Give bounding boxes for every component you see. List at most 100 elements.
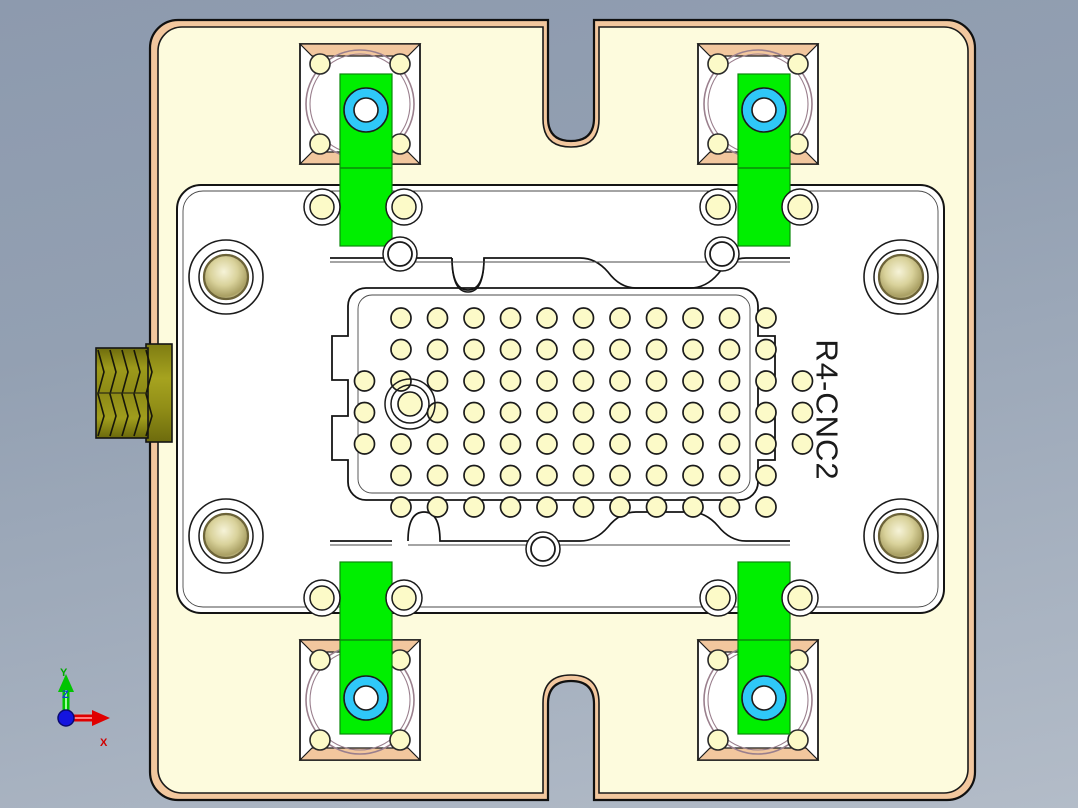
- sub-plate-bosses: [303, 188, 819, 617]
- fixture-hole: [791, 433, 814, 455]
- fixture-hole: [463, 401, 485, 424]
- bolt-hole: [382, 236, 418, 272]
- fixture-hole: [682, 496, 704, 518]
- fixture-hole: [755, 401, 777, 424]
- fixture-hole: [499, 433, 522, 455]
- clamp-arm-top-left: [339, 73, 393, 247]
- axis-y-label: Y: [60, 667, 68, 679]
- fixture-hole: [390, 307, 412, 329]
- fixture-hole: [426, 307, 449, 329]
- fixture-hole: [755, 338, 777, 361]
- fixture-hole: [499, 338, 522, 361]
- fixture-hole: [645, 401, 668, 424]
- machining-pocket: [331, 287, 776, 501]
- fixture-hole: [645, 370, 668, 392]
- fixture-hole: [718, 401, 741, 424]
- clamp-arm-bottom-right: [737, 561, 791, 735]
- fixture-hole: [572, 401, 595, 424]
- fixture-hole: [791, 401, 814, 424]
- fixture-hole: [609, 370, 631, 392]
- boss: [385, 188, 423, 226]
- fixture-hole: [791, 370, 814, 392]
- fixture-hole: [536, 370, 558, 392]
- fixture-hole: [609, 433, 631, 455]
- fixture-hole: [645, 307, 668, 329]
- axis-x-label: X: [100, 737, 108, 749]
- fixture-hole: [499, 464, 522, 487]
- fixture-hole: [390, 433, 412, 455]
- fixture-hole: [536, 401, 558, 424]
- brass-screw: [188, 239, 264, 315]
- fixture-hole: [499, 496, 522, 518]
- boss: [303, 579, 341, 617]
- fixture-hole: [609, 338, 631, 361]
- fixture-hole: [572, 307, 595, 329]
- fixture-hole: [609, 401, 631, 424]
- fixture-hole: [645, 433, 668, 455]
- fixture-hole: [463, 370, 485, 392]
- fixture-hole: [426, 370, 449, 392]
- fixture-hole: [353, 401, 376, 424]
- fixture-hole-grid: [353, 307, 814, 518]
- fixture-hole: [718, 338, 741, 361]
- fixture-hole: [536, 338, 558, 361]
- clamp-arms: [339, 73, 791, 735]
- fixture-hole: [572, 433, 595, 455]
- fixture-hole: [536, 433, 558, 455]
- fixture-hole: [682, 338, 704, 361]
- fixture-hole: [682, 401, 704, 424]
- fixture-hole: [390, 464, 412, 487]
- boss: [385, 579, 423, 617]
- fixture-hole: [682, 464, 704, 487]
- motor-bolt-holes: [309, 53, 411, 155]
- fixture-hole: [609, 464, 631, 487]
- fixture-hole: [463, 464, 485, 487]
- axis-z-label: Z: [62, 689, 69, 701]
- axis-origin-node: [57, 709, 75, 727]
- fixture-hole: [718, 370, 741, 392]
- machined-contour: [330, 257, 790, 546]
- fixture-hole: [572, 370, 595, 392]
- bolt-hole: [525, 531, 561, 567]
- fixture-hole: [463, 496, 485, 518]
- fixture-hole: [536, 496, 558, 518]
- fixture-hole: [645, 338, 668, 361]
- fixture-hole: [572, 464, 595, 487]
- fixture-hole: [499, 401, 522, 424]
- fixture-hole: [572, 496, 595, 518]
- bolt-hole: [704, 236, 740, 272]
- fixture-hole: [426, 496, 449, 518]
- fixture-hole: [353, 370, 376, 392]
- fixture-hole: [390, 496, 412, 518]
- fixture-hole: [353, 433, 376, 455]
- fixture-hole: [499, 307, 522, 329]
- fixture-hole: [718, 307, 741, 329]
- fixture-hole: [755, 307, 777, 329]
- fixture-hole: [463, 338, 485, 361]
- fixture-hole: [572, 338, 595, 361]
- fixture-hole: [755, 433, 777, 455]
- fixture-hole: [426, 433, 449, 455]
- fixture-hole: [718, 433, 741, 455]
- corner-screws: [188, 239, 939, 574]
- clamp-arm-bottom-left: [339, 561, 393, 735]
- fixture-hole: [536, 307, 558, 329]
- fixture-hole: [755, 370, 777, 392]
- fixture-hole: [499, 370, 522, 392]
- fixture-hole: [755, 464, 777, 487]
- brass-screw: [188, 498, 264, 574]
- fixture-hole: [463, 433, 485, 455]
- fixture-hole: [536, 464, 558, 487]
- boss: [699, 188, 737, 226]
- boss: [781, 188, 819, 226]
- fixture-hole: [718, 464, 741, 487]
- thread-profile: [97, 349, 153, 437]
- clamp-arm-top-right: [737, 73, 791, 247]
- fixture-hole: [609, 307, 631, 329]
- fixture-hole: [682, 370, 704, 392]
- boss: [303, 188, 341, 226]
- fixture-hole: [645, 464, 668, 487]
